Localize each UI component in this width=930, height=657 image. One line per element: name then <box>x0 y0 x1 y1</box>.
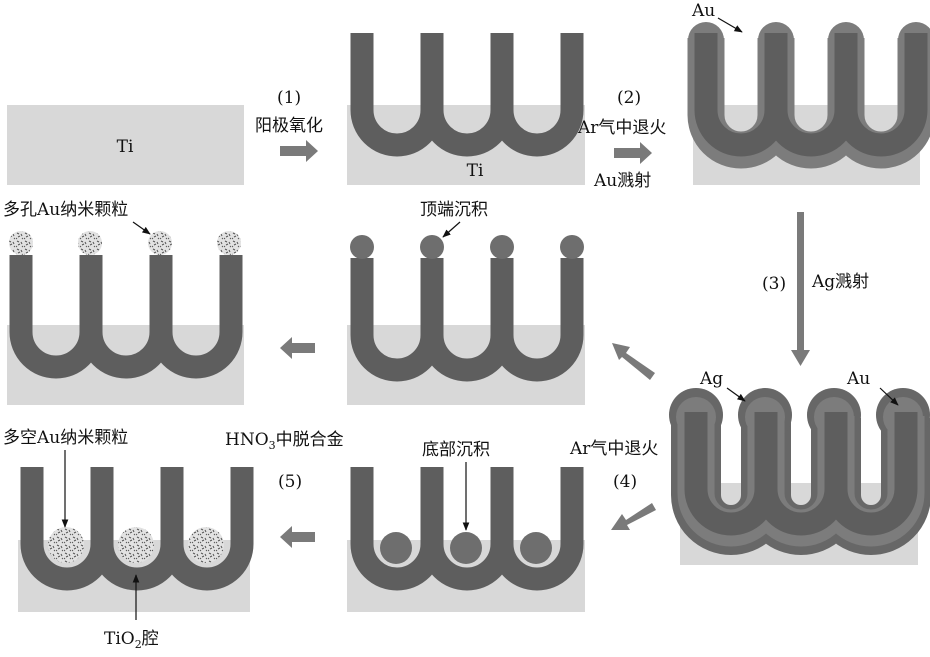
hollow-au-nanoparticles <box>48 527 224 563</box>
panel-top-deposit: 顶端沉积 <box>347 200 585 405</box>
step5-arrow: HNO3中脱合金 (5) <box>225 430 344 548</box>
arrow-to-porous-top <box>280 337 315 359</box>
panel-hollow-np-in-cavity: 多空Au纳米颗粒 TiO2腔 <box>3 428 250 651</box>
panel-ti-substrate: Ti <box>7 105 244 185</box>
step4-number: (4) <box>613 472 637 492</box>
ti-label: Ti <box>117 137 134 157</box>
tio2-cavity-label: TiO2腔 <box>104 629 159 651</box>
ti-label-2: Ti <box>467 161 484 181</box>
hollow-np-label: 多空Au纳米颗粒 <box>3 428 128 448</box>
step3-arrow: (3) Ag溅射 <box>762 212 869 366</box>
step2-arrow: (2) Ar气中退火 Au溅射 <box>577 88 666 191</box>
au-top-label: Au <box>691 1 715 21</box>
step1-number: (1) <box>277 88 301 108</box>
panel-porous-top-np: 多孔Au纳米颗粒 <box>3 200 244 405</box>
panel-tio2-nanotubes: Ti <box>347 33 585 185</box>
top-deposit-label: 顶端沉积 <box>420 200 488 220</box>
au-label: Au <box>846 369 870 389</box>
step2-text1: Ar气中退火 <box>577 118 666 138</box>
bottom-deposit-label: 底部沉积 <box>422 440 490 460</box>
step5-text: HNO3中脱合金 <box>225 430 344 452</box>
porous-np-label: 多孔Au纳米颗粒 <box>3 200 128 220</box>
step4-arrow: Ar气中退火 (4) <box>569 439 658 530</box>
step3-number: (3) <box>762 274 786 294</box>
step2-text2: Au溅射 <box>593 171 651 191</box>
step4-text: Ar气中退火 <box>569 439 658 459</box>
panel-bottom-deposit: 底部沉积 <box>347 440 585 612</box>
step5-number: (5) <box>278 472 302 492</box>
porous-au-nanoparticles <box>9 231 241 255</box>
step1-text: 阳极氧化 <box>255 116 323 136</box>
step2-number: (2) <box>617 88 641 108</box>
panel-au-coated: Au <box>688 1 930 185</box>
arrow-to-top-deposit <box>612 343 655 380</box>
step3-text: Ag溅射 <box>811 272 869 292</box>
step1-arrow: (1) 阳极氧化 <box>255 88 323 162</box>
panel-ag-au-coated: Ag Au <box>669 369 930 565</box>
ag-label: Ag <box>699 369 723 389</box>
